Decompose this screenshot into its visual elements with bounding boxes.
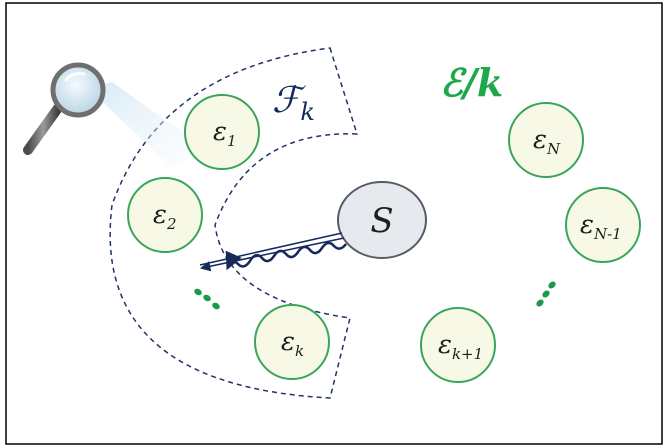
environment-remainder-label: ℰ/k xyxy=(440,60,503,105)
left-ellipsis-icon xyxy=(194,288,220,310)
wavy-arrow-icon xyxy=(225,241,347,271)
system-node: S xyxy=(337,181,427,259)
fragment-label: ℱk xyxy=(272,80,315,126)
right-ellipsis-icon xyxy=(536,281,556,307)
magnifying-glass-icon xyxy=(23,62,205,168)
environment-node-N: εN xyxy=(508,102,584,178)
svg-text:εN-1: εN-1 xyxy=(580,210,622,243)
straight-arrow-icon xyxy=(199,232,345,272)
svg-text:ε2: ε2 xyxy=(153,200,177,233)
system-label: S xyxy=(370,201,393,241)
fragment-label-sub: k xyxy=(300,98,315,126)
svg-text:εk: εk xyxy=(281,327,304,360)
svg-text:ε1: ε1 xyxy=(213,117,237,150)
environment-node-2: ε2 xyxy=(127,177,203,253)
svg-text:εN: εN xyxy=(533,125,561,158)
frame-border xyxy=(5,2,663,445)
environment-node-k: εk xyxy=(254,304,330,380)
environment-node-N-minus-1: εN-1 xyxy=(565,187,641,263)
svg-text:εk+1: εk+1 xyxy=(438,330,483,363)
environment-node-k-plus-1: εk+1 xyxy=(420,307,496,383)
environment-node-1: ε1 xyxy=(184,94,260,170)
